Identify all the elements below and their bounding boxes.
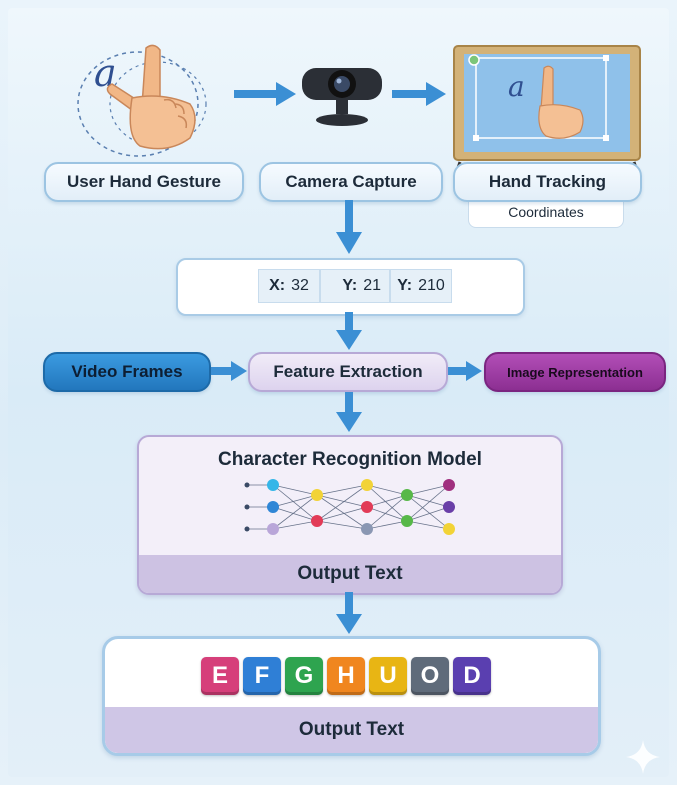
coordinate-y-second: Y: 210 [390, 269, 452, 303]
coordinates-readout: X: 32 Y: 21 Y: 210 [258, 269, 452, 303]
svg-text:a: a [508, 70, 525, 103]
model-title: Character Recognition Model [218, 449, 482, 470]
output-letter-tile: U [369, 657, 407, 695]
arrow-right [392, 82, 446, 106]
arrow-right [234, 82, 296, 106]
user-hand-gesture-label: User Hand Gesture [44, 162, 244, 202]
image-representation-box: Image Representation [484, 352, 666, 392]
output-letter-tile: H [327, 657, 365, 695]
feature-extraction-box: Feature Extraction [248, 352, 448, 392]
coordinate-key: X: [269, 277, 286, 294]
arrow-down [336, 200, 362, 254]
output-letter-tile: E [201, 657, 239, 695]
neural-network-icon [244, 479, 455, 535]
output-letter-tile: F [243, 657, 281, 695]
hand-gesture-illustration: a [77, 44, 207, 157]
coordinate-y: Y: 21 [320, 269, 390, 303]
coordinate-key: Y: [397, 277, 413, 294]
character-recognition-model: Character Recognition Model Output Text [137, 435, 563, 595]
webcam-icon [302, 68, 382, 126]
camera-capture-label: Camera Capture [259, 162, 443, 202]
output-band: Output Text [105, 707, 598, 753]
arrow-right [211, 361, 247, 381]
tracking-monitor-illustration: a [453, 45, 641, 175]
output-letter-tile: D [453, 657, 491, 695]
arrow-right [448, 361, 482, 381]
arrow-down [336, 592, 362, 634]
output-text-label: Output Text [298, 719, 405, 740]
coordinate-value: 21 [363, 277, 381, 294]
coordinate-x: X: 32 [258, 269, 320, 303]
model-output-label: Output Text [297, 563, 403, 584]
output-letter-tile: O [411, 657, 449, 695]
output-letter-tile: G [285, 657, 323, 695]
arrow-down [336, 392, 362, 432]
video-frames-box: Video Frames [43, 352, 211, 392]
coordinates-panel: X: 32 Y: 21 Y: 210 [176, 258, 525, 316]
coordinate-value: 32 [291, 277, 309, 294]
coordinate-value: 210 [418, 277, 445, 294]
sparkle-icon [626, 740, 660, 774]
arrow-down [336, 312, 362, 350]
model-output-band: Output Text [139, 555, 561, 593]
coordinate-key: Y: [342, 277, 358, 294]
hand-tracking-label: Hand Tracking [453, 162, 642, 202]
